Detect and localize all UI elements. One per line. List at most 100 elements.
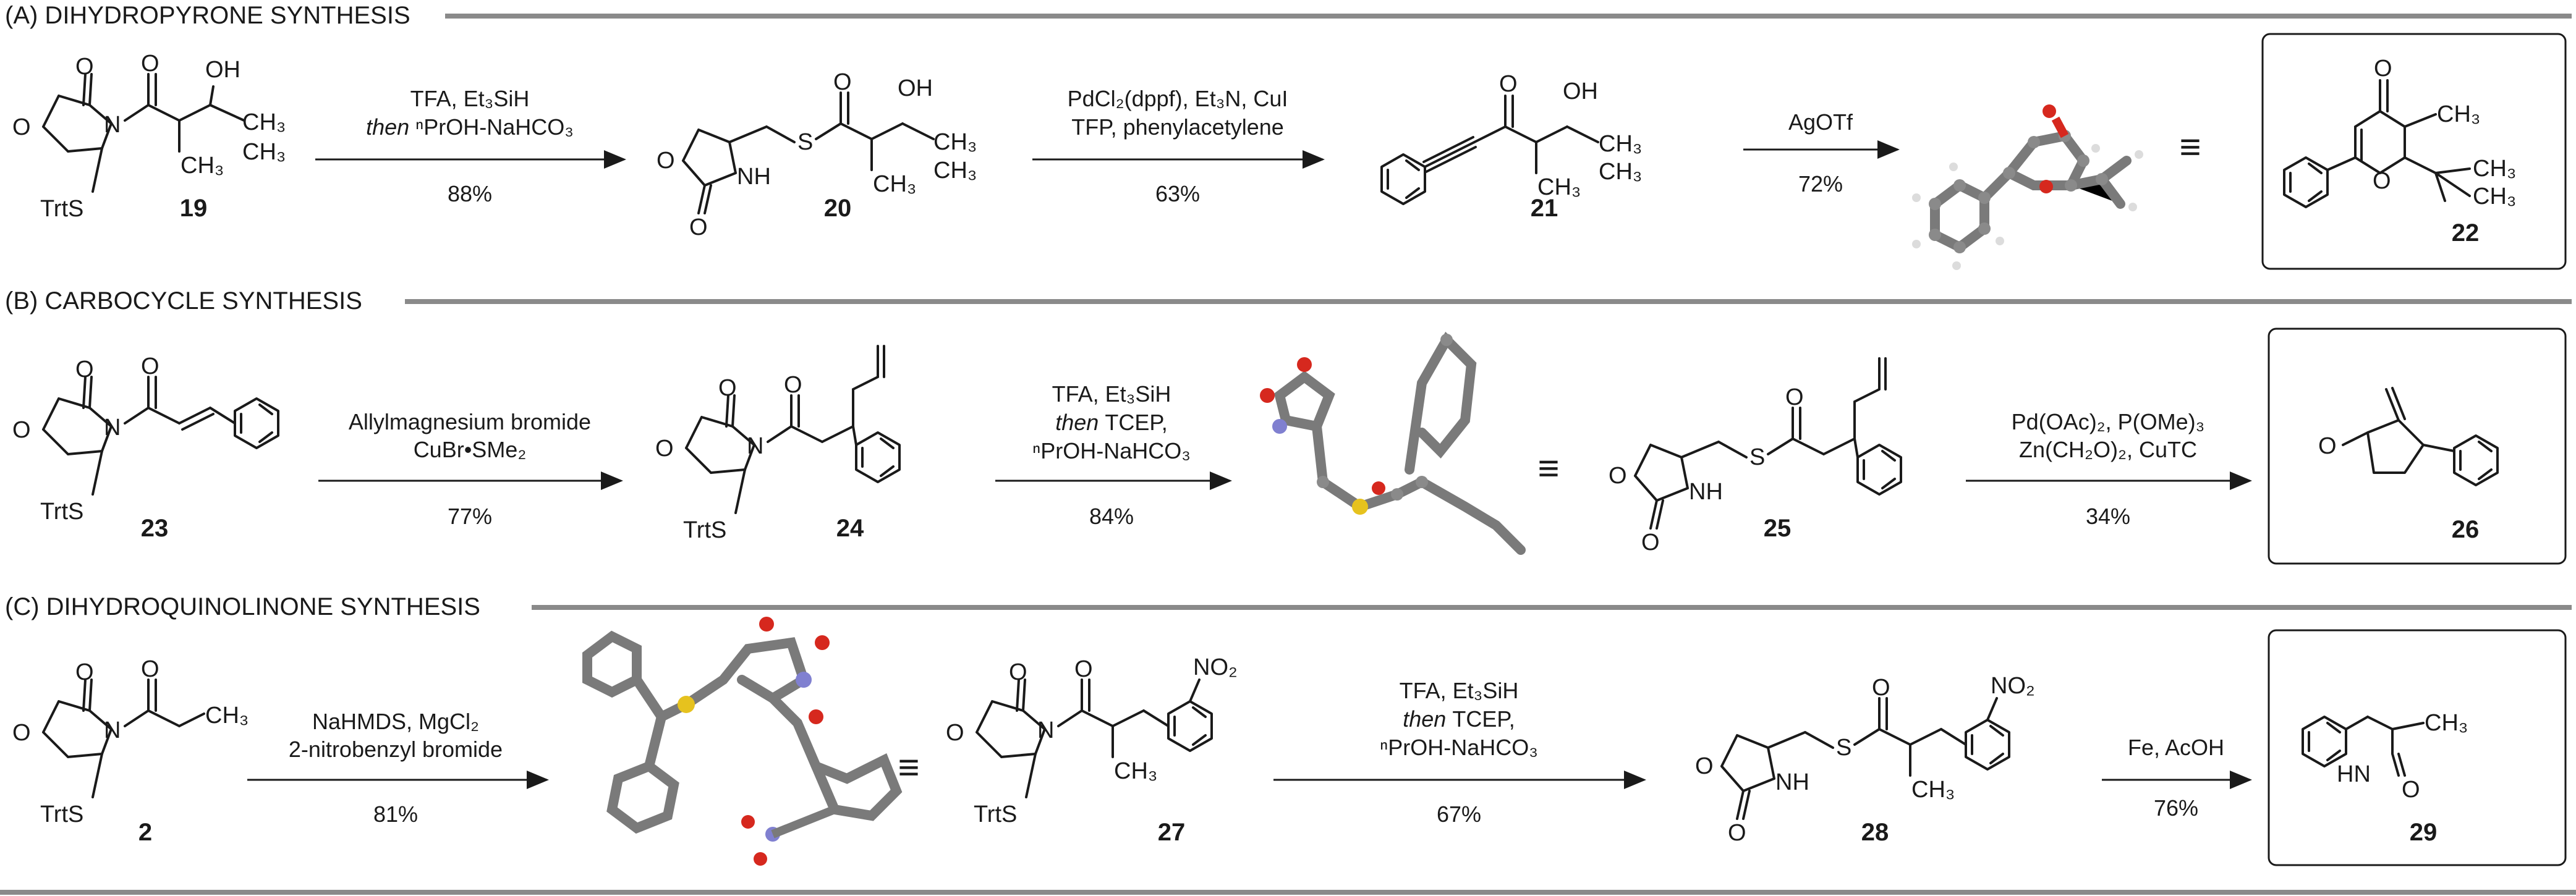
step-c2-then: then — [1403, 706, 1452, 732]
equiv-b: ≡ — [1537, 447, 1559, 489]
atom-o: O — [1499, 71, 1518, 97]
atom-s: S — [797, 129, 813, 155]
equiv-c: ≡ — [898, 746, 919, 788]
section-a-title: (A) DIHYDROPYRONE SYNTHESIS — [5, 2, 410, 29]
compound-label-24: 24 — [836, 515, 864, 542]
atom-no2: NO₂ — [1991, 673, 2035, 699]
step-c3-yield: 76% — [2154, 795, 2198, 821]
atom-trts: TrtS — [683, 517, 726, 543]
xray-structure-25 — [1260, 331, 1526, 555]
atom-trts: TrtS — [40, 801, 83, 827]
step-c2-line3: ⁿPrOH-NaHCO₃ — [1380, 735, 1538, 760]
atom-oh: OH — [898, 75, 933, 101]
step-a1-line2: then ⁿPrOH-NaHCO₃ — [366, 114, 574, 140]
section-c-title: (C) DIHYDROQUINOLINONE SYNTHESIS — [5, 593, 480, 620]
product-box-22 — [2261, 33, 2567, 270]
step-b3-line1: Pd(OAc)₂, P(OMe)₃ — [2012, 409, 2205, 434]
atom-o: O — [689, 214, 708, 240]
atom-o: O — [1009, 659, 1027, 685]
structure-29: CH₃ HN O — [2302, 710, 2468, 803]
atom-ch3: CH₃ — [1599, 159, 1642, 185]
compound-label-21: 21 — [1531, 195, 1558, 222]
atom-no2: NO₂ — [1193, 654, 1238, 680]
atom-o: O — [1609, 463, 1627, 489]
atom-ch3: CH₃ — [242, 109, 286, 135]
atom-o: O — [784, 372, 802, 398]
atom-o: O — [946, 720, 964, 746]
structure-2: O O N O CH₃ TrtS — [12, 656, 249, 827]
atom-trts: TrtS — [40, 499, 83, 525]
atom-n: N — [104, 112, 121, 138]
atom-o: O — [1695, 753, 1714, 779]
structure-25: O O NH S O — [1609, 357, 1902, 556]
compound-label-25: 25 — [1764, 515, 1792, 542]
step-b3-line2: Zn(CH₂O)₂, CuTC — [2019, 437, 2197, 462]
atom-ch3: CH₃ — [2425, 710, 2468, 736]
atom-ch3: CH₃ — [933, 129, 977, 155]
step-a2-yield: 63% — [1155, 181, 1200, 206]
compound-label-27: 27 — [1158, 819, 1186, 846]
structure-26: O — [2318, 387, 2499, 486]
atom-n: N — [1037, 717, 1054, 743]
atom-o: O — [718, 375, 737, 401]
compound-label-22: 22 — [2452, 219, 2480, 247]
product-box-29 — [2268, 629, 2567, 866]
atom-nh: NH — [1775, 769, 1809, 795]
atom-ch3: CH₃ — [2473, 156, 2516, 182]
atom-ch3: CH₃ — [933, 158, 977, 184]
step-b2-yield: 84% — [1089, 504, 1134, 529]
atom-ch3: CH₃ — [181, 153, 224, 179]
compound-label-23: 23 — [141, 515, 169, 542]
xray-structure-22 — [1912, 104, 2143, 270]
atom-trts: TrtS — [974, 801, 1017, 827]
structure-28: O O NH S O NO₂ CH₃ — [1695, 673, 2035, 846]
step-a2-line2: TFP, phenylacetylene — [1071, 114, 1284, 140]
atom-ch3: CH₃ — [1537, 174, 1581, 200]
section-a-header: (A) DIHYDROPYRONE SYNTHESIS — [5, 2, 2572, 29]
step-a1-then: then — [366, 114, 415, 140]
structure-20: O O NH S O OH CH₃ CH₃ CH₃ — [657, 69, 977, 240]
step-a1-yield: 88% — [448, 181, 492, 206]
atom-o: O — [75, 659, 94, 685]
compound-label-19: 19 — [180, 195, 208, 222]
atom-n: N — [747, 433, 763, 459]
step-b3-yield: 34% — [2086, 504, 2130, 529]
step-b2-line2: then TCEP, — [1055, 410, 1167, 435]
atom-hn: HN — [2337, 761, 2371, 787]
section-b-header: (B) CARBOCYCLE SYNTHESIS — [5, 287, 2572, 315]
atom-o: O — [1074, 656, 1093, 682]
step-c2-line1: TFA, Et₃SiH — [1400, 678, 1519, 703]
atom-ch3: CH₃ — [2473, 184, 2516, 209]
step-a3-yield: 72% — [1798, 171, 1843, 197]
atom-n: N — [104, 717, 121, 743]
atom-o: O — [1872, 675, 1890, 701]
step-a2-line1: PdCl₂(dppf), Et₃N, CuI — [1068, 86, 1288, 111]
atom-oh: OH — [1563, 78, 1598, 104]
compound-label-28: 28 — [1861, 819, 1889, 846]
atom-s: S — [1749, 444, 1765, 470]
step-a1-solvent: ⁿPrOH-NaHCO₃ — [415, 114, 574, 140]
step-b2-line3: ⁿPrOH-NaHCO₃ — [1032, 438, 1191, 463]
structure-24: O O N O TrtS — [655, 345, 901, 543]
atom-o: O — [1641, 530, 1660, 556]
compound-label-29: 29 — [2410, 819, 2438, 846]
step-c1-line2: 2-nitrobenzyl bromide — [289, 737, 503, 762]
atom-o: O — [1785, 384, 1804, 410]
atom-ch3: CH₃ — [1911, 777, 1955, 803]
section-b-title: (B) CARBOCYCLE SYNTHESIS — [5, 287, 362, 315]
step-c2-line2: then TCEP, — [1403, 706, 1515, 732]
atom-o: O — [2402, 777, 2420, 803]
atom-s: S — [1836, 735, 1851, 761]
structure-21: O OH CH₃ CH₃ CH₃ — [1380, 71, 1642, 205]
atom-o: O — [12, 720, 31, 746]
step-c3-reagent: Fe, AcOH — [2128, 735, 2224, 760]
atom-o: O — [12, 114, 31, 140]
structure-22: O O CH₃ CH₃ CH₃ — [2283, 56, 2516, 209]
step-a1-line1: TFA, Et₃SiH — [410, 86, 530, 111]
atom-o: O — [75, 357, 94, 382]
atom-nh: NH — [737, 164, 771, 190]
step-c2-reagent: TCEP, — [1452, 706, 1515, 732]
atom-o: O — [141, 656, 159, 682]
compound-label-20: 20 — [824, 195, 852, 222]
atom-oh: OH — [205, 57, 240, 83]
